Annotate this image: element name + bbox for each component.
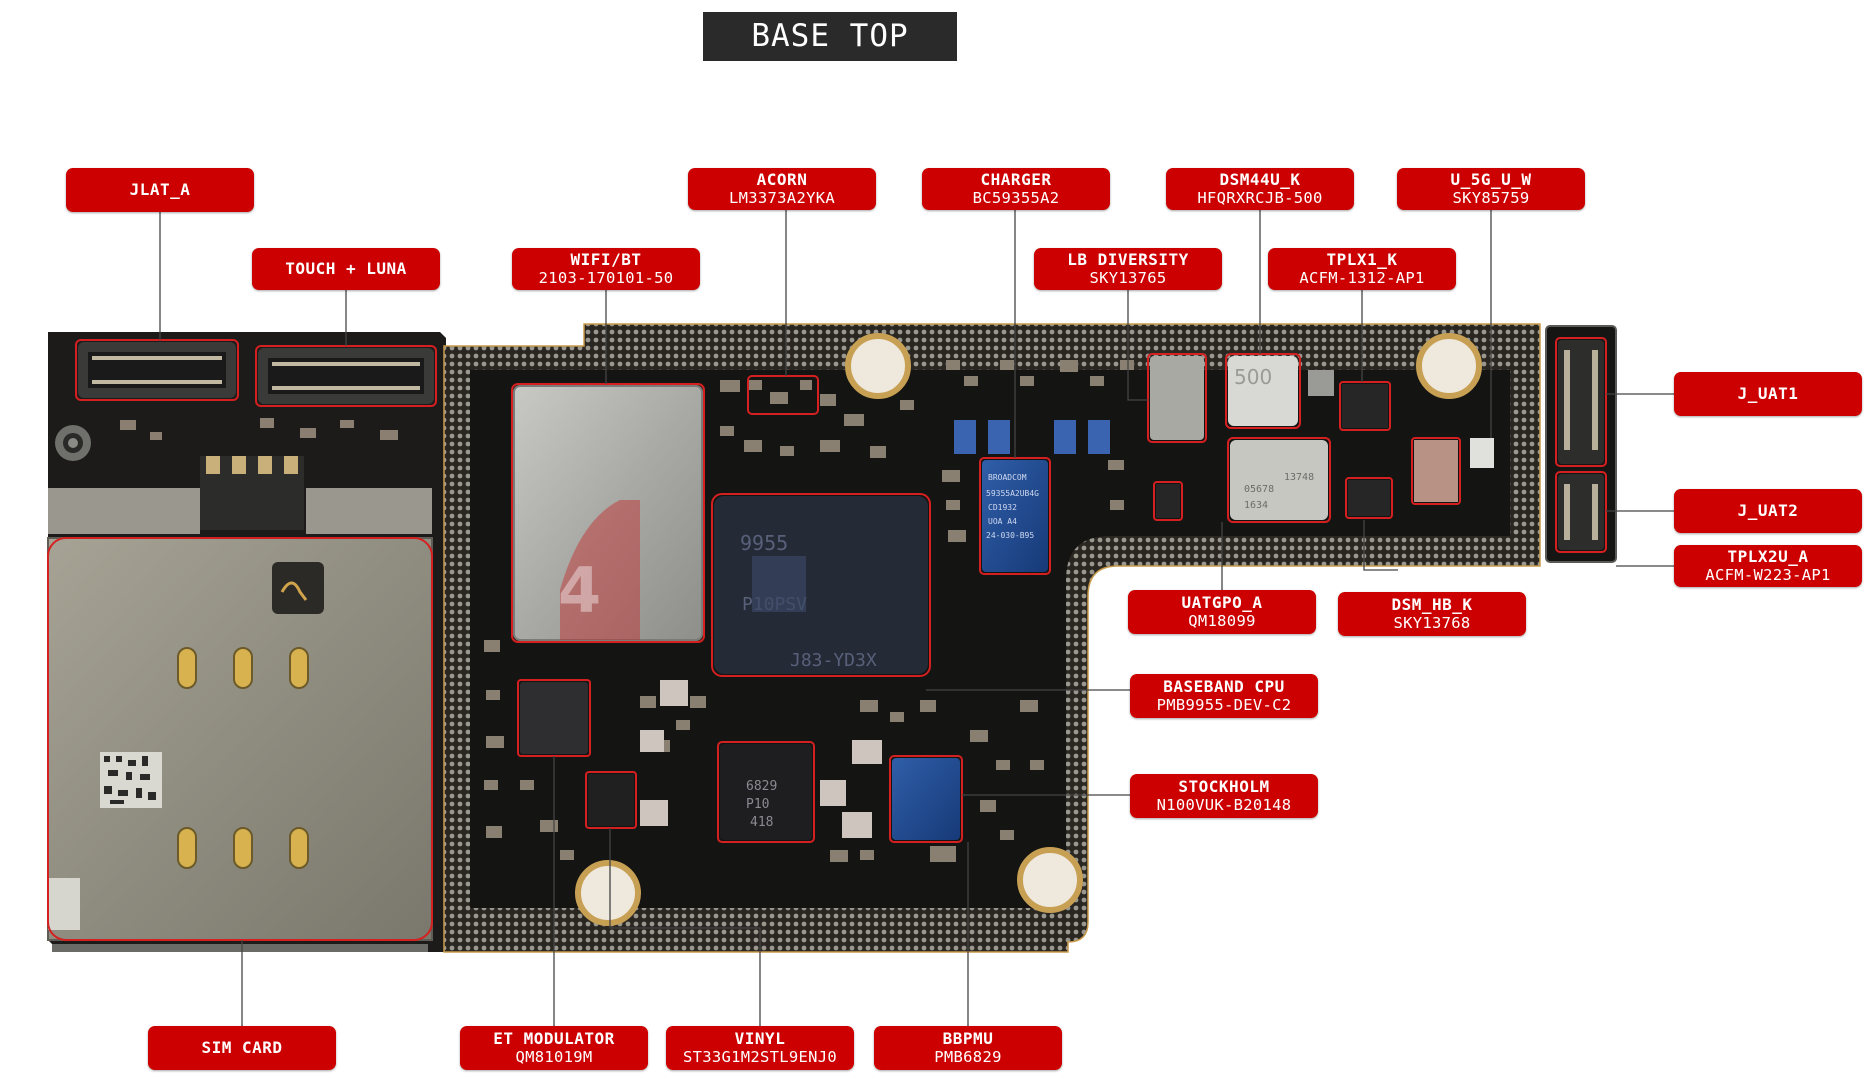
callout-uatgpo-a-name: UATGPO_A <box>1181 593 1263 612</box>
callout-j-uat2-name: J_UAT2 <box>1737 501 1799 520</box>
callout-bbpmu: BBPMU PMB6829 <box>874 1026 1062 1070</box>
callout-tplx1-k-part: ACFM-1312-AP1 <box>1299 269 1425 287</box>
callout-sim-card-name: SIM CARD <box>201 1038 283 1057</box>
callout-dsm44u-k-name: DSM44U_K <box>1219 170 1301 189</box>
svg-text:BROADCOM: BROADCOM <box>988 473 1027 482</box>
callout-vinyl-name: VINYL <box>734 1029 786 1048</box>
callout-jlat-a: JLAT_A <box>66 168 254 212</box>
callout-sim-card: SIM CARD <box>148 1026 336 1070</box>
svg-text:24-030-B95: 24-030-B95 <box>986 531 1034 540</box>
svg-text:9955: 9955 <box>740 531 788 555</box>
svg-text:4: 4 <box>558 554 601 627</box>
callout-uatgpo-a-part: QM18099 <box>1188 612 1256 630</box>
callout-dsm-hb-k-part: SKY13768 <box>1393 614 1471 632</box>
svg-text:500: 500 <box>1234 365 1272 389</box>
callout-acorn-part: LM3373A2YKA <box>729 189 835 207</box>
callout-lb-diversity-part: SKY13765 <box>1089 269 1167 287</box>
callout-tplx2u-a: TPLX2U_A ACFM-W223-AP1 <box>1674 545 1862 587</box>
callout-baseband-cpu-name: BASEBAND CPU <box>1163 677 1285 696</box>
svg-text:1634: 1634 <box>1244 500 1268 511</box>
callout-acorn-name: ACORN <box>756 170 808 189</box>
callout-stockholm-name: STOCKHOLM <box>1178 777 1270 796</box>
callout-j-uat1: J_UAT1 <box>1674 372 1862 416</box>
callout-et-modulator: ET MODULATOR QM81019M <box>460 1026 648 1070</box>
callout-j-uat2: J_UAT2 <box>1674 489 1862 533</box>
callout-lb-diversity-name: LB DIVERSITY <box>1067 250 1189 269</box>
callout-bbpmu-part: PMB6829 <box>934 1048 1002 1066</box>
callout-uatgpo-a: UATGPO_A QM18099 <box>1128 590 1316 634</box>
callout-tplx1-k-name: TPLX1_K <box>1326 250 1398 269</box>
svg-text:J83-YD3X: J83-YD3X <box>790 650 877 671</box>
callout-dsm-hb-k-name: DSM_HB_K <box>1391 595 1473 614</box>
callout-dsm44u-k-part: HFQRXRCJB-500 <box>1197 189 1323 207</box>
callout-vinyl: VINYL ST33G1M2STL9ENJ0 <box>666 1026 854 1070</box>
callout-et-modulator-name: ET MODULATOR <box>493 1029 615 1048</box>
callout-charger: CHARGER BC59355A2 <box>922 168 1110 210</box>
callout-dsm-hb-k: DSM_HB_K SKY13768 <box>1338 592 1526 636</box>
left-board-section <box>47 332 446 952</box>
callout-tplx2u-a-name: TPLX2U_A <box>1727 547 1809 566</box>
callout-baseband-cpu: BASEBAND CPU PMB9955-DEV-C2 <box>1130 674 1318 718</box>
main-board-section: 4 9955 P10PSV J83-YD3X BROADCOM59355A2UB… <box>443 323 1541 953</box>
svg-text:59355A2UB4G: 59355A2UB4G <box>986 489 1039 498</box>
callout-touch-luna: TOUCH + LUNA <box>252 248 440 290</box>
svg-text:05678: 05678 <box>1244 484 1274 495</box>
callout-dsm44u-k: DSM44U_K HFQRXRCJB-500 <box>1166 168 1354 210</box>
callout-acorn: ACORN LM3373A2YKA <box>688 168 876 210</box>
callout-stockholm-part: N100VUK-B20148 <box>1156 796 1292 814</box>
callout-baseband-cpu-part: PMB9955-DEV-C2 <box>1156 696 1292 714</box>
callout-u-5g-u-w-part: SKY85759 <box>1452 189 1530 207</box>
callout-touch-luna-name: TOUCH + LUNA <box>285 259 407 278</box>
page-title: BASE TOP <box>703 12 957 61</box>
callout-et-modulator-part: QM81019M <box>515 1048 593 1066</box>
callout-tplx2u-a-part: ACFM-W223-AP1 <box>1705 566 1831 584</box>
right-connector-section <box>1545 325 1617 563</box>
callout-bbpmu-name: BBPMU <box>942 1029 994 1048</box>
svg-text:P10: P10 <box>746 797 769 812</box>
callout-charger-part: BC59355A2 <box>972 189 1060 207</box>
callout-u-5g-u-w-name: U_5G_U_W <box>1450 170 1532 189</box>
callout-j-uat1-name: J_UAT1 <box>1737 384 1799 403</box>
svg-text:418: 418 <box>750 815 773 830</box>
svg-text:6829: 6829 <box>746 779 777 794</box>
callout-vinyl-part: ST33G1M2STL9ENJ0 <box>682 1048 838 1066</box>
callout-tplx1-k: TPLX1_K ACFM-1312-AP1 <box>1268 248 1456 290</box>
svg-text:UOA A4: UOA A4 <box>988 517 1017 526</box>
callout-jlat-a-name: JLAT_A <box>129 180 191 199</box>
svg-text:13748: 13748 <box>1284 472 1314 483</box>
callout-stockholm: STOCKHOLM N100VUK-B20148 <box>1130 774 1318 818</box>
leader-lines <box>159 210 1674 1026</box>
callout-lb-diversity: LB DIVERSITY SKY13765 <box>1034 248 1222 290</box>
callout-charger-name: CHARGER <box>980 170 1052 189</box>
callout-wifi-bt: WIFI/BT 2103-170101-50 <box>512 248 700 290</box>
callout-u-5g-u-w: U_5G_U_W SKY85759 <box>1397 168 1585 210</box>
svg-text:CD1932: CD1932 <box>988 503 1017 512</box>
callout-wifi-bt-name: WIFI/BT <box>570 250 642 269</box>
callout-wifi-bt-part: 2103-170101-50 <box>538 269 674 287</box>
